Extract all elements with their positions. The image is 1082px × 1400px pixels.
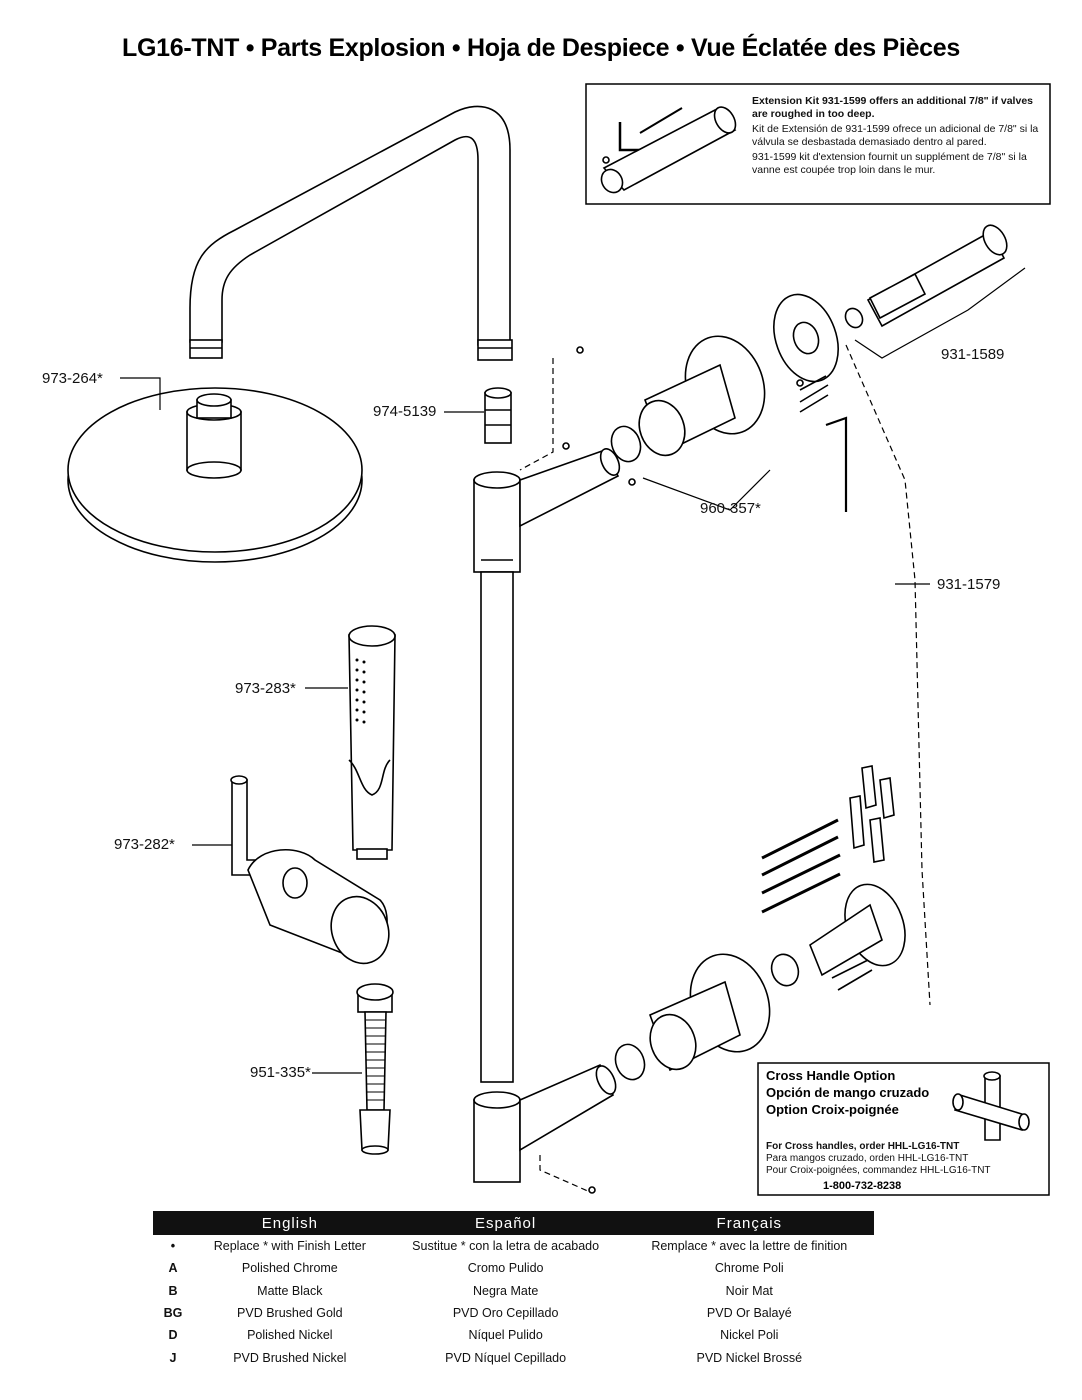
finish-fr: Chrome Poli — [714, 1261, 784, 1276]
finish-table: English Español Français • Replace * wit… — [153, 1211, 874, 1369]
finish-es: Negra Mate — [472, 1283, 539, 1298]
cross-handle-phone: 1-800-732-8238 — [823, 1180, 902, 1192]
finish-en: PVD Brushed Nickel — [233, 1350, 347, 1365]
label-hand-shower: 973-283* — [235, 680, 296, 697]
label-adapter: 974-5139 — [373, 403, 437, 420]
mounting-hardware — [761, 765, 895, 914]
finish-es: Níquel Pulido — [468, 1328, 543, 1343]
cross-handle-es: Opción de mango cruzado — [766, 1085, 930, 1100]
finish-en: Replace * with Finish Letter — [213, 1239, 366, 1254]
finish-code: BG — [163, 1306, 183, 1321]
lower-trim-assembly — [614, 883, 906, 1081]
cross-order-fr: Pour Croix-poignées, commandez HHL-LG16-… — [766, 1165, 991, 1176]
shower-column — [473, 346, 636, 1194]
finish-fr: PVD Nickel Brossé — [696, 1350, 803, 1365]
table-row: B Matte Black Negra Mate Noir Mat — [153, 1280, 874, 1302]
cross-handle-fr: Option Croix-poignée — [766, 1102, 899, 1117]
upper-escutcheon — [773, 293, 848, 512]
table-row: BG PVD Brushed Gold PVD Oro Cepillado PV… — [153, 1302, 874, 1324]
cross-order-en: For Cross handles, order HHL-LG16-TNT — [766, 1141, 960, 1152]
finish-en: PVD Brushed Gold — [237, 1306, 343, 1321]
cross-handle-order: For Cross handles, order HHL-LG16-TNT Pa… — [766, 1141, 991, 1177]
header-blank — [153, 1211, 193, 1235]
finish-table-header: English Español Français — [153, 1211, 874, 1235]
header-francais: Français — [624, 1211, 874, 1235]
shower-arm — [189, 105, 513, 361]
label-cartridge: 931-1589 — [941, 346, 1005, 363]
slide-bracket — [230, 775, 390, 965]
cross-order-es: Para mangos cruzado, orden HHL-LG16-TNT — [766, 1153, 969, 1164]
label-rough-kit: 931-1579 — [937, 576, 1001, 593]
extension-kit-es: Kit de Extensión de 931-1599 ofrece un a… — [752, 123, 1039, 148]
extension-kit-text: Extension Kit 931-1599 offers an additio… — [752, 95, 1042, 177]
finish-code: D — [168, 1328, 178, 1343]
table-row: J PVD Brushed Nickel PVD Níquel Cepillad… — [153, 1346, 874, 1368]
label-trim-sleeve: 960-357* — [700, 500, 761, 517]
extension-kit-en: Extension Kit 931-1599 offers an additio… — [752, 95, 1033, 120]
table-row: • Replace * with Finish Letter Sustitue … — [153, 1235, 874, 1257]
header-espanol: Español — [386, 1211, 625, 1235]
table-row: A Polished Chrome Cromo Pulido Chrome Po… — [153, 1257, 874, 1279]
finish-code: A — [168, 1261, 178, 1276]
table-row: D Polished Nickel Níquel Pulido Nickel P… — [153, 1324, 874, 1346]
finish-fr: PVD Or Balayé — [706, 1306, 792, 1321]
shower-hose — [356, 983, 394, 1155]
finish-en: Matte Black — [257, 1283, 323, 1298]
finish-code: B — [168, 1283, 178, 1298]
label-showerhead: 973-264* — [42, 370, 103, 387]
rain-showerhead — [67, 387, 363, 563]
finish-fr: Nickel Poli — [720, 1328, 779, 1343]
upper-trim-sleeve — [610, 335, 766, 463]
cross-handle-title: Cross Handle Option Opción de mango cruz… — [766, 1067, 929, 1118]
finish-es: PVD Níquel Cepillado — [445, 1350, 567, 1365]
rough-kit-outline — [845, 344, 931, 1006]
cross-handle-en: Cross Handle Option — [766, 1068, 896, 1083]
finish-es: Sustitue * con la letra de acabado — [412, 1239, 600, 1254]
cross-handle-illustration — [952, 1071, 1030, 1141]
header-english: English — [193, 1211, 387, 1235]
label-hose: 951-335* — [250, 1064, 311, 1081]
finish-fr: Noir Mat — [725, 1283, 773, 1298]
finish-es: PVD Oro Cepillado — [452, 1306, 559, 1321]
extension-kit-illustration — [600, 106, 737, 194]
finish-es: Cromo Pulido — [467, 1261, 544, 1276]
cartridge-part — [844, 224, 1008, 329]
finish-code: • — [170, 1239, 176, 1254]
finish-en: Polished Nickel — [247, 1328, 333, 1343]
label-slide-bracket: 973-282* — [114, 836, 175, 853]
extension-kit-fr: 931-1599 kit d'extension fournit un supp… — [752, 151, 1027, 176]
finish-en: Polished Chrome — [241, 1261, 338, 1276]
adapter-part — [484, 387, 512, 444]
page-title: LG16-TNT • Parts Explosion • Hoja de Des… — [122, 34, 960, 62]
finish-code: J — [169, 1350, 177, 1365]
finish-fr: Remplace * avec la lettre de finition — [651, 1239, 848, 1254]
hand-shower — [348, 625, 396, 860]
